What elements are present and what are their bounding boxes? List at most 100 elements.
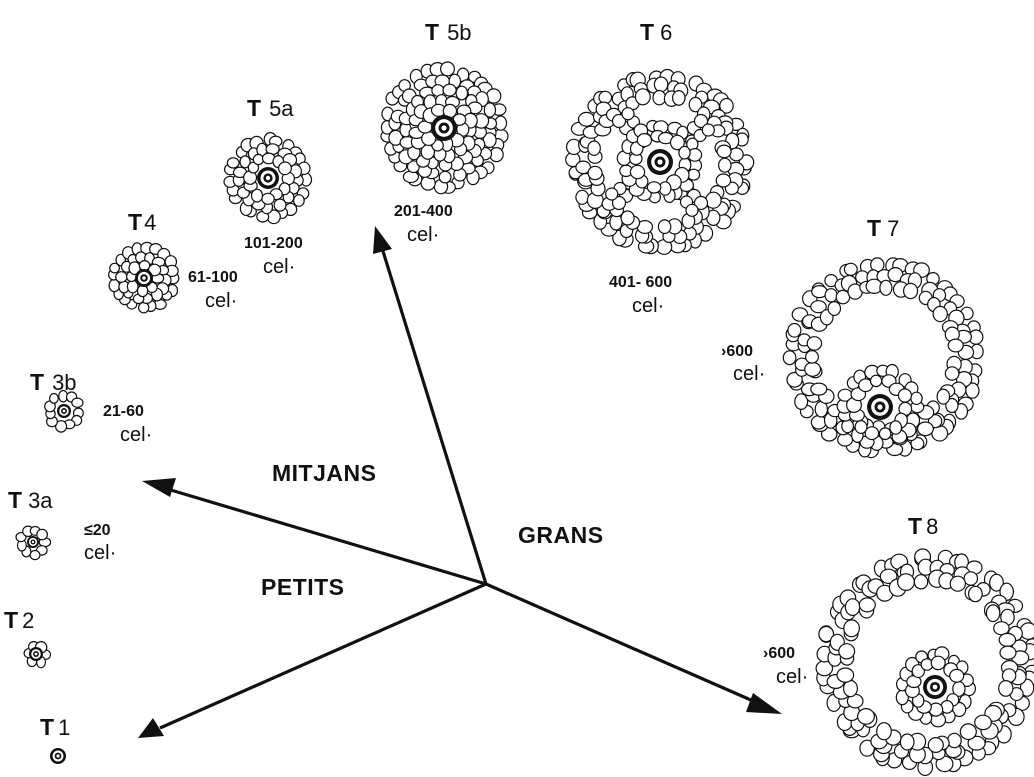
cell (904, 283, 918, 298)
cell (859, 598, 875, 612)
cell (588, 141, 600, 155)
nucleus-center (142, 276, 146, 280)
cell (948, 339, 963, 352)
cell (898, 574, 915, 591)
arrow-head-mitjans (142, 478, 176, 497)
cell (658, 220, 670, 234)
cell (900, 734, 914, 750)
cell (994, 622, 1009, 635)
cell (630, 165, 644, 178)
cell (37, 529, 48, 539)
cell (679, 146, 690, 159)
cell (1000, 646, 1016, 659)
cell (262, 193, 274, 204)
unit-t7: cel· (733, 363, 765, 385)
nucleus-center (32, 541, 34, 543)
stage-label-t6: T6 (640, 19, 672, 45)
cell (706, 192, 721, 208)
nucleus-center (877, 404, 882, 409)
cell (964, 572, 977, 585)
cell (635, 89, 650, 105)
cell (950, 669, 964, 682)
nucleus-center (56, 754, 59, 757)
cell (855, 421, 867, 434)
cell (807, 337, 821, 350)
arrow-petits (160, 584, 486, 728)
cell (730, 148, 744, 161)
cell (403, 171, 418, 182)
cell (441, 62, 455, 76)
unit-t5a: cel· (263, 256, 295, 278)
cell (72, 398, 83, 407)
cell (647, 182, 660, 193)
count-t7: ›600 (721, 343, 753, 360)
cell (294, 195, 305, 207)
stage-label-t1: T1 (40, 714, 70, 740)
count-t6: 401- 600 (609, 274, 672, 291)
cell (933, 306, 947, 321)
cell (805, 362, 821, 376)
cell (839, 644, 855, 659)
count-t3a: ≤20 (84, 522, 111, 539)
unit-t5b: cel· (407, 224, 439, 246)
count-t5a: 101-200 (244, 235, 303, 252)
cell (986, 605, 999, 622)
cell (50, 394, 59, 404)
cell (274, 199, 286, 211)
cluster-t5a (224, 133, 312, 224)
cluster-t3a (16, 526, 51, 560)
nucleus-center (657, 159, 662, 164)
arrow-head-grans (746, 693, 782, 714)
cell (898, 389, 911, 402)
cluster-t6 (566, 70, 754, 255)
unit-t8: cel· (776, 666, 808, 688)
stage-label-t4: T4 (128, 209, 156, 235)
cell (975, 715, 992, 729)
cell (806, 351, 819, 363)
nucleus-center (266, 176, 270, 180)
cell (606, 188, 618, 200)
arrow-mitjans (164, 488, 486, 584)
cluster-t3b (45, 391, 84, 433)
nucleus-center (63, 410, 66, 413)
cell (588, 166, 602, 179)
cell (931, 656, 945, 669)
cell (844, 263, 857, 275)
cell (30, 551, 40, 560)
cell (844, 680, 858, 696)
cell-clusters (16, 62, 1034, 775)
cell (279, 162, 292, 175)
cell (914, 575, 927, 589)
cell (686, 204, 698, 216)
cell (890, 421, 902, 434)
cell (716, 174, 730, 187)
cell (717, 145, 731, 158)
cell (999, 681, 1013, 697)
cell (880, 280, 892, 295)
category-grans: GRANS (518, 522, 604, 548)
cell (673, 91, 685, 106)
count-t4: 61-100 (188, 269, 238, 286)
nucleus-center (933, 685, 938, 690)
cell (844, 620, 860, 637)
cell (576, 190, 589, 204)
cell (937, 389, 949, 404)
cell (788, 324, 801, 338)
cell (871, 375, 882, 386)
cell (950, 576, 965, 591)
cluster-t4 (109, 242, 179, 312)
cell (116, 272, 127, 283)
stage-label-t5b: T5b (425, 19, 472, 45)
cell (487, 89, 501, 103)
cell (138, 285, 148, 296)
unit-t3b: cel· (120, 424, 152, 446)
cell (858, 709, 875, 725)
count-t5b: 201-400 (394, 203, 453, 220)
cell (837, 668, 854, 682)
